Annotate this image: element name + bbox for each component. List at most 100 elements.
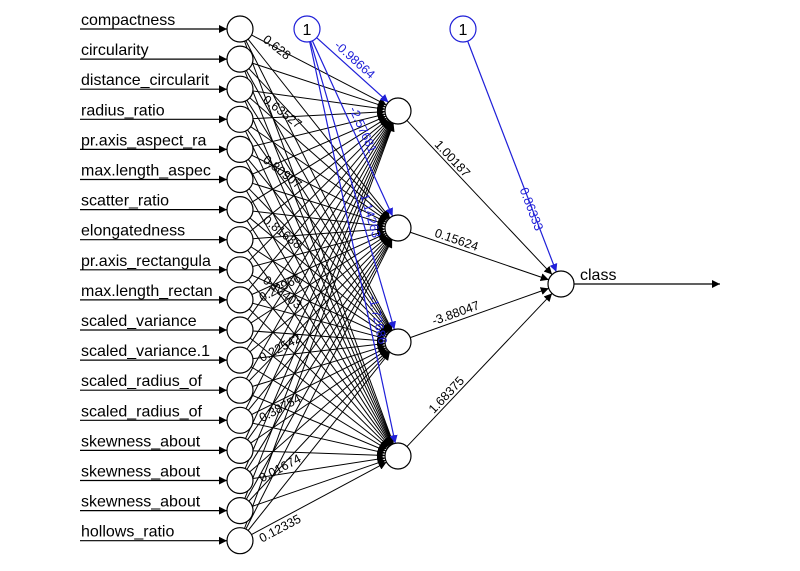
input-node-9: [226, 256, 254, 284]
input-node-6: [226, 165, 254, 194]
edge-hidden-4-output: [406, 293, 553, 447]
input-label-3: distance_circularit: [81, 72, 210, 89]
edge-input-11-hidden-3: [252, 330, 386, 345]
edge-input-17-hidden-4: [252, 459, 386, 507]
bias-edge-hidden-4: [309, 41, 398, 444]
edge-input-1-hidden-4: [244, 41, 395, 444]
bias-node-output-label: 1: [459, 22, 468, 39]
input-node-11: [226, 316, 254, 344]
input-label-11: scaled_variance: [81, 313, 197, 330]
edge-input-17-hidden-2: [245, 239, 393, 500]
edge-input-14-hidden-1: [245, 122, 393, 409]
bias-connections: [309, 37, 558, 444]
bias-node-hidden: [293, 15, 321, 43]
edge-input-7-hidden-1: [250, 117, 388, 204]
input-label-5: pr.axis_aspect_ra: [81, 132, 207, 149]
input-label-1: compactness: [81, 12, 175, 29]
output-node: [547, 270, 575, 298]
input-node-13: [226, 376, 254, 404]
edge-input-15-hidden-4: [252, 450, 386, 460]
input-label-13: scaled_radius_of: [81, 373, 203, 390]
edge-input-9-hidden-2: [252, 229, 386, 267]
hidden-output-weight-label-2: 0.15624: [433, 226, 480, 254]
input-node-15: [226, 436, 254, 464]
edge-input-11-hidden-1: [247, 121, 391, 320]
input-node-16: [226, 466, 254, 495]
edge-input-6-hidden-2: [252, 182, 386, 226]
hidden-output-weight-label-1: 1.00187: [432, 138, 473, 181]
input-node-10: [226, 286, 254, 314]
edge-input-2-hidden-4: [244, 70, 394, 445]
edge-input-16-hidden-4: [252, 455, 386, 480]
edge-input-18-hidden-4: [251, 461, 387, 535]
edge-input-6-hidden-4: [246, 190, 392, 445]
input-node-17: [226, 497, 254, 525]
input-label-2: circularity: [81, 42, 149, 59]
input-node-3: [226, 75, 254, 103]
input-node-7: [226, 196, 254, 224]
edge-input-10-hidden-3: [252, 302, 386, 341]
bias-node-output: [449, 15, 477, 43]
edge-input-5-hidden-4: [245, 160, 393, 445]
input-label-9: pr.axis_rectangula: [81, 253, 211, 270]
edge-input-9-hidden-3: [251, 274, 387, 338]
edge-input-10-hidden-2: [251, 232, 387, 295]
edge-input-18-hidden-3: [247, 351, 391, 531]
edge-input-12-hidden-3: [252, 340, 386, 360]
hidden-node-4: [384, 442, 412, 470]
input-label-4: radius_ratio: [81, 102, 165, 119]
input-weight-label-10: 0.12335: [257, 512, 304, 546]
input-label-17: skewness_about: [81, 494, 201, 511]
edge-input-5-hidden-2: [251, 154, 387, 223]
edge-input-6-hidden-1: [251, 115, 387, 175]
edge-input-13-hidden-1: [245, 122, 393, 380]
edge-input-1-hidden-2: [247, 38, 391, 219]
input-node-5: [226, 135, 254, 163]
hidden-output-weight-label-3: -3.88047: [430, 298, 481, 328]
output-bias-weight-label: 0.86333: [517, 186, 546, 233]
input-label-18: hollows_ratio: [81, 524, 174, 541]
input-label-12: scaled_variance.1: [81, 343, 210, 360]
bias-weight-label-1: -0.98664: [332, 38, 378, 81]
input-node-8: [226, 226, 254, 254]
hidden-node-3: [384, 328, 412, 356]
edge-input-9-hidden-4: [248, 279, 390, 447]
input-label-10: max.length_rectan: [81, 283, 213, 300]
hidden-node-2: [384, 214, 412, 242]
edge-input-13-hidden-4: [251, 394, 387, 452]
input-weight-label-9: 0.01674: [257, 452, 304, 486]
input-node-1: [226, 15, 254, 43]
bias-edge-hidden-1: [316, 37, 389, 103]
edge-input-8-hidden-2: [252, 225, 386, 240]
edge-input-4-hidden-1: [252, 108, 386, 120]
input-arrows: [80, 25, 720, 545]
edge-input-10-hidden-1: [247, 120, 391, 291]
edge-input-8-hidden-1: [249, 118, 389, 232]
edge-input-15-hidden-1: [245, 122, 393, 439]
edge-input-17-hidden-1: [244, 122, 394, 499]
edge-input-5-hidden-3: [247, 159, 391, 333]
bias-edge-output: [467, 40, 558, 273]
input-node-4: [226, 105, 254, 133]
input-weight-label-8: 0.38754: [257, 391, 304, 425]
edge-hidden-1-output: [406, 120, 553, 275]
bias-node-hidden-label: 1: [303, 22, 312, 39]
input-label-15: skewness_about: [81, 433, 201, 450]
edge-input-12-hidden-4: [250, 366, 388, 450]
input-label-6: max.length_aspec: [81, 163, 211, 180]
edge-input-4-hidden-2: [250, 126, 388, 222]
input-label-8: elongatedness: [81, 223, 185, 240]
edge-input-18-hidden-1: [244, 123, 395, 529]
bias-edge-hidden-2: [311, 40, 394, 217]
edge-input-4-hidden-4: [245, 130, 393, 445]
edge-input-8-hidden-3: [250, 246, 388, 336]
hidden-node-1: [384, 97, 412, 125]
input-label-16: skewness_about: [81, 464, 201, 481]
edge-input-5-hidden-1: [252, 112, 386, 147]
hidden-output-connections: [406, 120, 553, 447]
input-node-18: [226, 527, 254, 555]
edge-input-18-hidden-2: [245, 239, 393, 530]
edge-input-2-hidden-3: [245, 70, 393, 331]
edge-input-16-hidden-1: [244, 122, 394, 469]
